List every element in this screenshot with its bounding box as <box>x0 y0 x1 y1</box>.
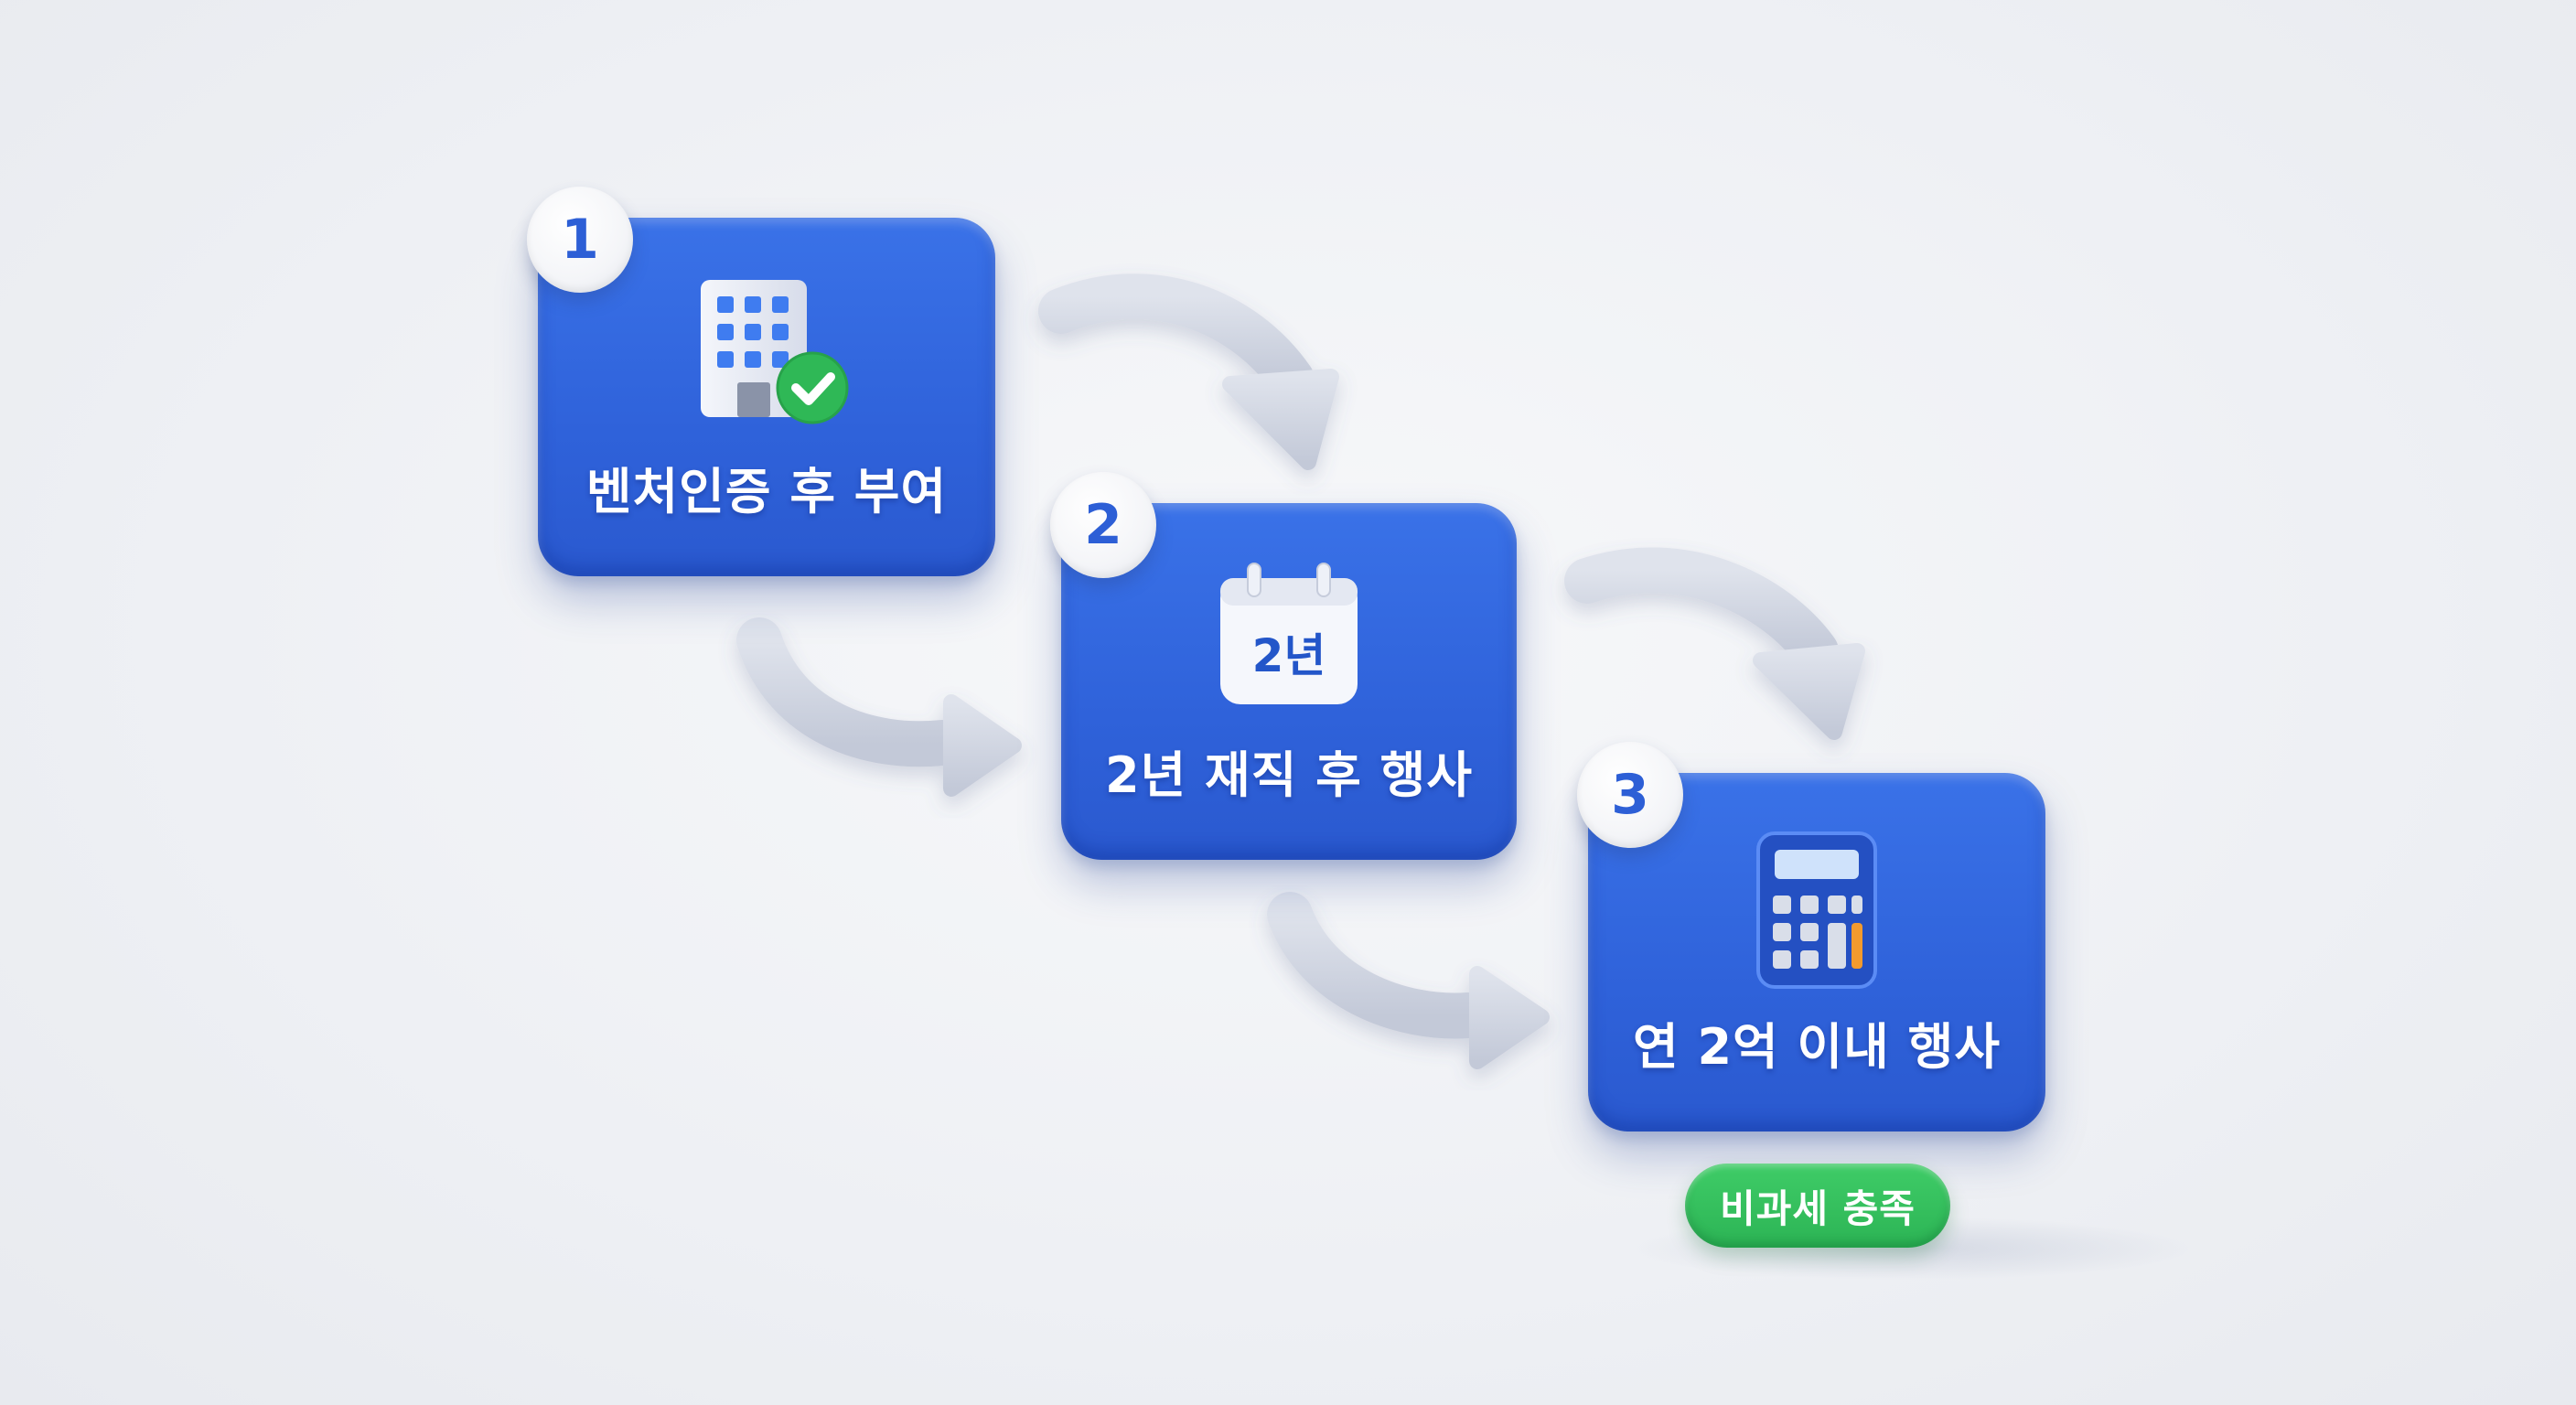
arrow-step1-to-step2-top <box>1038 273 1339 470</box>
step-label: 2년 재직 후 행사 <box>1104 746 1474 804</box>
step-number-badge: 3 <box>1577 742 1683 848</box>
building-check-icon <box>684 274 867 430</box>
step-card-3: 3 연 2억 이내 행사 <box>1577 742 2045 1132</box>
arrow-step2-to-step3-top <box>1564 547 1865 740</box>
arrow-step1-to-step2-bottom <box>736 617 1022 797</box>
step-label: 벤처인증 후 부여 <box>585 463 948 520</box>
step-label: 연 2억 이내 행사 <box>1632 1018 2002 1076</box>
step-number-badge: 2 <box>1050 472 1156 578</box>
step-number-badge: 1 <box>527 187 633 293</box>
step-card-1: 1 <box>527 187 995 576</box>
calculator-icon <box>1753 830 1881 991</box>
arrow-step2-to-step3-bottom <box>1267 892 1550 1069</box>
calendar-icon: 2년 <box>1211 558 1367 713</box>
tax-exempt-badge: 비과세 충족 <box>1685 1164 1950 1248</box>
step-card-2: 2 2년 2년 재직 후 행사 <box>1050 472 1517 860</box>
calendar-icon-text: 2년 <box>1252 629 1326 682</box>
